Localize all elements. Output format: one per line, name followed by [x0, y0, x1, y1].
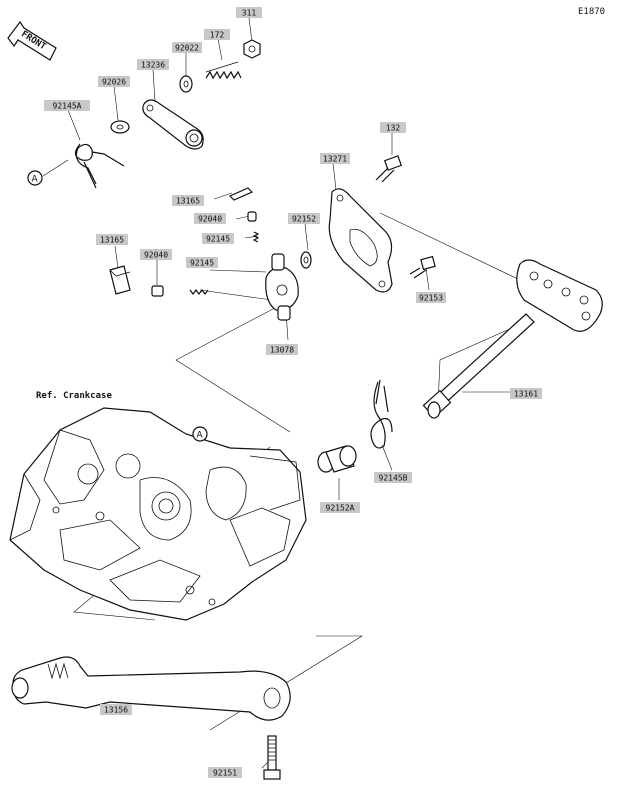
part-number: 92153	[419, 294, 443, 303]
holder-13078-icon	[265, 253, 299, 321]
part-label-p92026[interactable]: 92026	[98, 76, 130, 87]
part-number: 13271	[323, 155, 347, 164]
plate-13271-icon	[328, 188, 393, 293]
part-label-box	[44, 100, 90, 111]
collar-92026-icon	[110, 120, 130, 134]
part-number: 132	[386, 124, 401, 133]
shaft-13161-icon	[422, 259, 603, 419]
part-label-p172[interactable]: 172	[204, 29, 230, 40]
part-label-p13156[interactable]: 13156	[100, 704, 132, 715]
part-number: 13165	[176, 197, 200, 206]
spring-92145a-icon	[74, 143, 125, 189]
part-label-p92153[interactable]: 92153	[416, 292, 446, 303]
part-label-p311[interactable]: 311	[236, 7, 262, 18]
front-arrow-icon: FRONT	[7, 20, 57, 61]
part-label-box	[374, 472, 412, 483]
part-number: 92145	[206, 235, 230, 244]
part-label-box	[510, 388, 542, 399]
callout-a-upper: A	[27, 170, 43, 186]
part-label-box	[202, 233, 234, 244]
part-label-p92145a[interactable]: 92145A	[44, 100, 90, 111]
part-label-p92151[interactable]: 92151	[208, 767, 242, 778]
part-number: 13161	[514, 390, 538, 399]
collar-92152a-icon	[317, 445, 357, 473]
part-label-p13236[interactable]: 13236	[137, 59, 169, 70]
part-label-box	[416, 292, 446, 303]
bolt-92153-icon	[409, 255, 436, 279]
part-number: 92151	[213, 769, 237, 778]
part-label-p92145c[interactable]: 92145	[202, 233, 234, 244]
part-label-box	[208, 767, 242, 778]
pin-13165-lower-icon	[109, 265, 131, 295]
diagram-code: E1870	[578, 7, 605, 17]
part-label-p13271[interactable]: 13271	[320, 153, 350, 164]
part-label-p92152a[interactable]: 92152A	[320, 502, 360, 513]
part-label-p92152[interactable]: 92152	[288, 213, 320, 224]
roller-92040-upper-icon	[247, 211, 257, 222]
part-label-box	[320, 502, 360, 513]
part-label-p92022[interactable]: 92022	[172, 42, 202, 53]
washer-92152-icon	[300, 251, 312, 269]
ref-crankcase-label: Ref. Crankcase	[36, 391, 112, 401]
bolt-92151-icon	[263, 735, 281, 780]
part-label-box	[137, 59, 169, 70]
callout-a-lower: A	[192, 426, 208, 442]
part-number: 92026	[102, 78, 126, 87]
part-label-box	[172, 42, 202, 53]
pedal-13156-icon	[11, 656, 291, 721]
part-label-p13078[interactable]: 13078	[266, 344, 298, 355]
part-label-p13161[interactable]: 13161	[510, 388, 542, 399]
part-label-p13165a[interactable]: 13165	[172, 195, 204, 206]
lever-13236-icon	[142, 99, 204, 150]
part-number: 92145B	[379, 474, 408, 483]
part-number: 13078	[270, 346, 294, 355]
part-number: 92152A	[326, 504, 355, 513]
part-label-box	[98, 76, 130, 87]
part-label-p92145b[interactable]: 92145B	[374, 472, 412, 483]
part-label-p13165b[interactable]: 13165	[96, 234, 128, 245]
part-label-box	[288, 213, 320, 224]
part-label-box	[100, 704, 132, 715]
part-number: 92040	[144, 251, 168, 260]
part-number: 311	[242, 9, 257, 18]
spring-92145-upper-icon	[252, 231, 260, 243]
pin-13165-upper-icon	[228, 187, 254, 201]
part-label-box	[380, 122, 406, 133]
bolt-132-icon	[375, 155, 403, 183]
part-label-box	[96, 234, 128, 245]
spring-172-icon	[205, 61, 242, 80]
part-number: 92145A	[53, 102, 82, 111]
part-number: 172	[210, 31, 225, 40]
crankcase-drawing	[9, 407, 307, 621]
part-number: 13236	[141, 61, 165, 70]
part-label-p132[interactable]: 132	[380, 122, 406, 133]
part-label-box	[236, 7, 262, 18]
part-label-p92145d[interactable]: 92145	[186, 257, 218, 268]
part-number: 92145	[190, 259, 214, 268]
part-label-box	[266, 344, 298, 355]
washer-92022-icon	[179, 75, 193, 93]
part-label-p92040a[interactable]: 92040	[194, 213, 226, 224]
spring-92145b-icon	[370, 379, 393, 449]
part-number: 92040	[198, 215, 222, 224]
nut-311-icon	[243, 39, 261, 59]
part-number: 92022	[175, 44, 199, 53]
part-number: 13156	[104, 706, 128, 715]
part-number: 13165	[100, 236, 124, 245]
part-number-labels: 31117292022132369202692145A1321327113165…	[44, 7, 542, 778]
callout-a-lower-label: A	[197, 431, 204, 441]
roller-92040-lower-icon	[151, 285, 164, 297]
part-label-box	[320, 153, 350, 164]
part-label-box	[186, 257, 218, 268]
part-label-p92040b[interactable]: 92040	[140, 249, 172, 260]
part-label-box	[140, 249, 172, 260]
spring-92145-lower-icon	[189, 289, 209, 295]
part-number: 92152	[292, 215, 316, 224]
part-label-box	[194, 213, 226, 224]
part-label-box	[172, 195, 204, 206]
part-label-box	[204, 29, 230, 40]
callout-a-upper-label: A	[32, 175, 39, 185]
